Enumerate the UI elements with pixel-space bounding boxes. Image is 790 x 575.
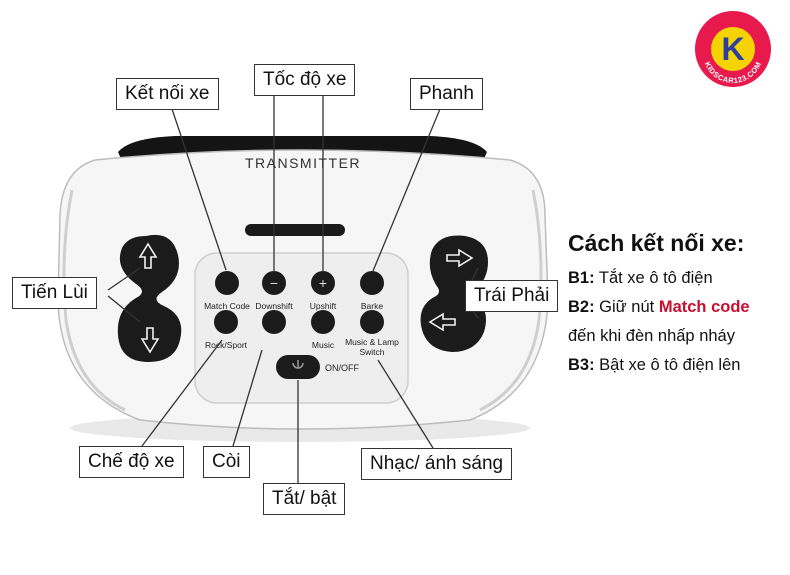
- arrow-up-icon: [138, 242, 158, 269]
- step-2-continued: đến khi đèn nhấp nháy: [568, 327, 735, 345]
- step-3-text: Bật xe ô tô điện lên: [594, 356, 741, 374]
- upshift-label: Upshift: [310, 301, 337, 311]
- callout-connect: Kết nối xe: [116, 78, 219, 110]
- indicator-slot: [245, 224, 345, 236]
- downshift-label: Downshift: [255, 301, 293, 311]
- callout-power: Tắt/ bật: [263, 483, 346, 515]
- music-lamp-label-2: Switch: [359, 347, 384, 357]
- step-3: B3: Bật xe ô tô điện lên: [568, 351, 786, 380]
- connection-instructions: Cách kết nối xe: B1: Tắt xe ô tô điện B2…: [568, 228, 786, 380]
- step-1-text: Tắt xe ô tô điện: [594, 269, 713, 287]
- callout-mode: Chế độ xe: [79, 446, 184, 478]
- step-1-prefix: B1:: [568, 269, 595, 287]
- music-button[interactable]: [311, 310, 335, 334]
- step-2-text: Giữ nút: [594, 298, 659, 316]
- callout-speed: Tốc độ xe: [254, 64, 356, 96]
- music-label: Music: [312, 340, 335, 350]
- kidscar-logo: K KIDSCAR123.COM: [695, 11, 771, 87]
- step-1: B1: Tắt xe ô tô điện: [568, 264, 786, 293]
- callout-lines: [107, 94, 479, 483]
- upshift-button[interactable]: [311, 271, 335, 295]
- music-lamp-button[interactable]: [360, 310, 384, 334]
- brake-label: Barke: [361, 301, 383, 311]
- callout-forward-back: Tiến Lùi: [12, 277, 97, 309]
- music-lamp-label: Music & Lamp: [345, 337, 399, 347]
- rock-sport-button[interactable]: [214, 310, 238, 334]
- downshift-button[interactable]: [262, 271, 286, 295]
- step-2-highlight: Match code: [658, 298, 750, 316]
- horn-button[interactable]: [262, 310, 286, 334]
- transmitter-title: TRANSMITTER: [245, 155, 361, 171]
- brake-button[interactable]: [360, 271, 384, 295]
- callout-brake: Phanh: [410, 78, 483, 110]
- button-panel: [194, 252, 409, 404]
- instructions-heading: Cách kết nối xe:: [568, 230, 745, 256]
- callout-horn: Còi: [203, 446, 250, 478]
- power-icon: [292, 360, 304, 369]
- callout-left-right: Trái Phải: [465, 280, 559, 312]
- power-label: ON/OFF: [325, 363, 359, 373]
- callout-music-light: Nhạc/ ánh sáng: [361, 448, 513, 480]
- minus-icon: −: [270, 275, 278, 291]
- step-3-prefix: B3:: [568, 356, 595, 374]
- logo-letter: K: [721, 31, 744, 67]
- arrow-left-icon: [428, 312, 456, 332]
- plus-icon: +: [319, 275, 327, 291]
- step-2-prefix: B2:: [568, 298, 595, 316]
- left-right-joystick[interactable]: [420, 235, 488, 352]
- match-code-label: Match Code: [204, 301, 250, 311]
- arrow-right-icon: [446, 248, 474, 268]
- match-code-button[interactable]: [215, 271, 239, 295]
- arrow-down-icon: [140, 327, 160, 354]
- rock-sport-label: Rock/Sport: [205, 340, 248, 350]
- forward-back-joystick[interactable]: [117, 234, 182, 362]
- step-2: B2: Giữ nút Match code: [568, 293, 786, 322]
